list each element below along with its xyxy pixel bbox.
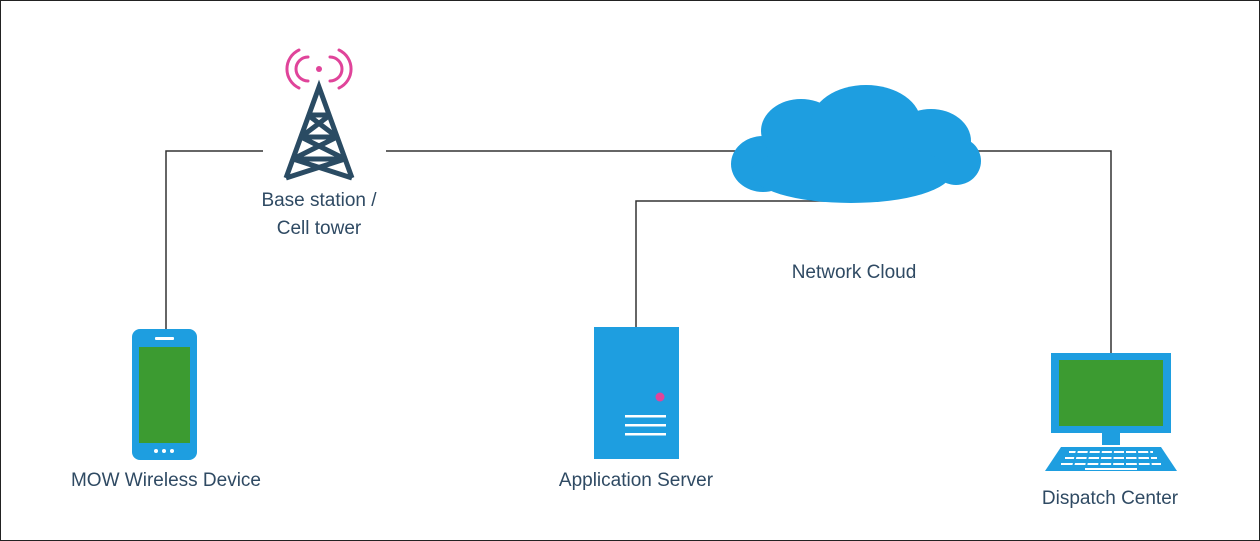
- device-label: MOW Wireless Device: [70, 470, 261, 491]
- dispatch-label: Dispatch Center: [1041, 488, 1179, 509]
- smartphone-icon: [132, 329, 197, 460]
- cell-tower-icon: [283, 48, 355, 181]
- connection-lines: [165, 150, 1112, 353]
- cloud-icon: [731, 85, 981, 203]
- tower-label-line1: Base station /: [261, 190, 377, 211]
- line-cloud-to-server: [635, 200, 826, 327]
- desktop-computer-icon: [1045, 353, 1177, 471]
- server-label: Application Server: [558, 470, 714, 491]
- line-device-to-tower: [165, 150, 263, 331]
- cloud-label: Network Cloud: [791, 262, 917, 283]
- line-cloud-to-dispatch: [976, 150, 1112, 353]
- server-icon: [594, 327, 679, 459]
- keyboard-keys: [1061, 451, 1161, 465]
- tower-label-line2: Cell tower: [276, 218, 362, 239]
- tower-label: Base station / Cell tower: [244, 187, 394, 243]
